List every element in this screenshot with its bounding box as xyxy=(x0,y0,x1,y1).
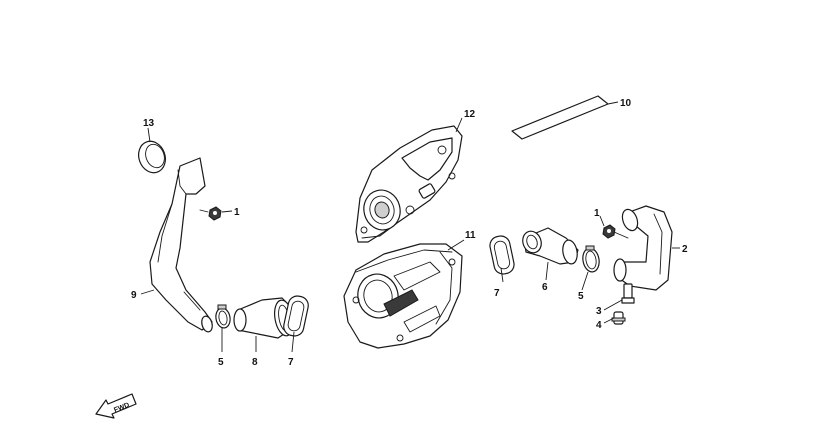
callout-13: 13 xyxy=(143,118,155,129)
callout-5-right: 5 xyxy=(578,291,584,302)
callout-8: 8 xyxy=(252,357,258,368)
callout-9: 9 xyxy=(131,290,137,301)
callout-1-right: 1 xyxy=(594,208,600,219)
part-6-elbow-duct xyxy=(522,227,579,265)
part-2-bent-pipe xyxy=(613,205,673,291)
part-13-cap xyxy=(138,140,166,174)
part-5-clamp-right xyxy=(582,245,600,273)
callout-7-right: 7 xyxy=(494,288,500,299)
callout-1-left: 1 xyxy=(234,207,240,218)
callout-7-left: 7 xyxy=(288,357,294,368)
callout-4: 4 xyxy=(596,320,602,331)
part-3-fitting xyxy=(621,283,635,304)
part-11-outer-cover xyxy=(343,243,463,349)
part-5-clamp-left xyxy=(215,304,231,329)
leader-lines xyxy=(140,101,680,353)
part-7-seal-right xyxy=(489,235,515,275)
callout-3: 3 xyxy=(596,306,602,317)
fwd-arrow-icon: FWD xyxy=(95,393,137,419)
part-9-intake-duct xyxy=(149,157,213,333)
callout-12: 12 xyxy=(464,109,476,120)
callout-10: 10 xyxy=(620,98,632,109)
callout-2: 2 xyxy=(682,244,688,255)
part-12-inner-cover xyxy=(355,125,463,243)
part-1-nut-left xyxy=(199,206,222,221)
part-10-label-strip xyxy=(511,95,609,140)
callout-5-left: 5 xyxy=(218,357,224,368)
part-1-nut-right xyxy=(602,224,629,239)
part-7-seal-left xyxy=(283,295,309,337)
callout-11: 11 xyxy=(465,230,476,241)
callout-6: 6 xyxy=(542,282,548,293)
part-4-plug xyxy=(611,311,626,325)
